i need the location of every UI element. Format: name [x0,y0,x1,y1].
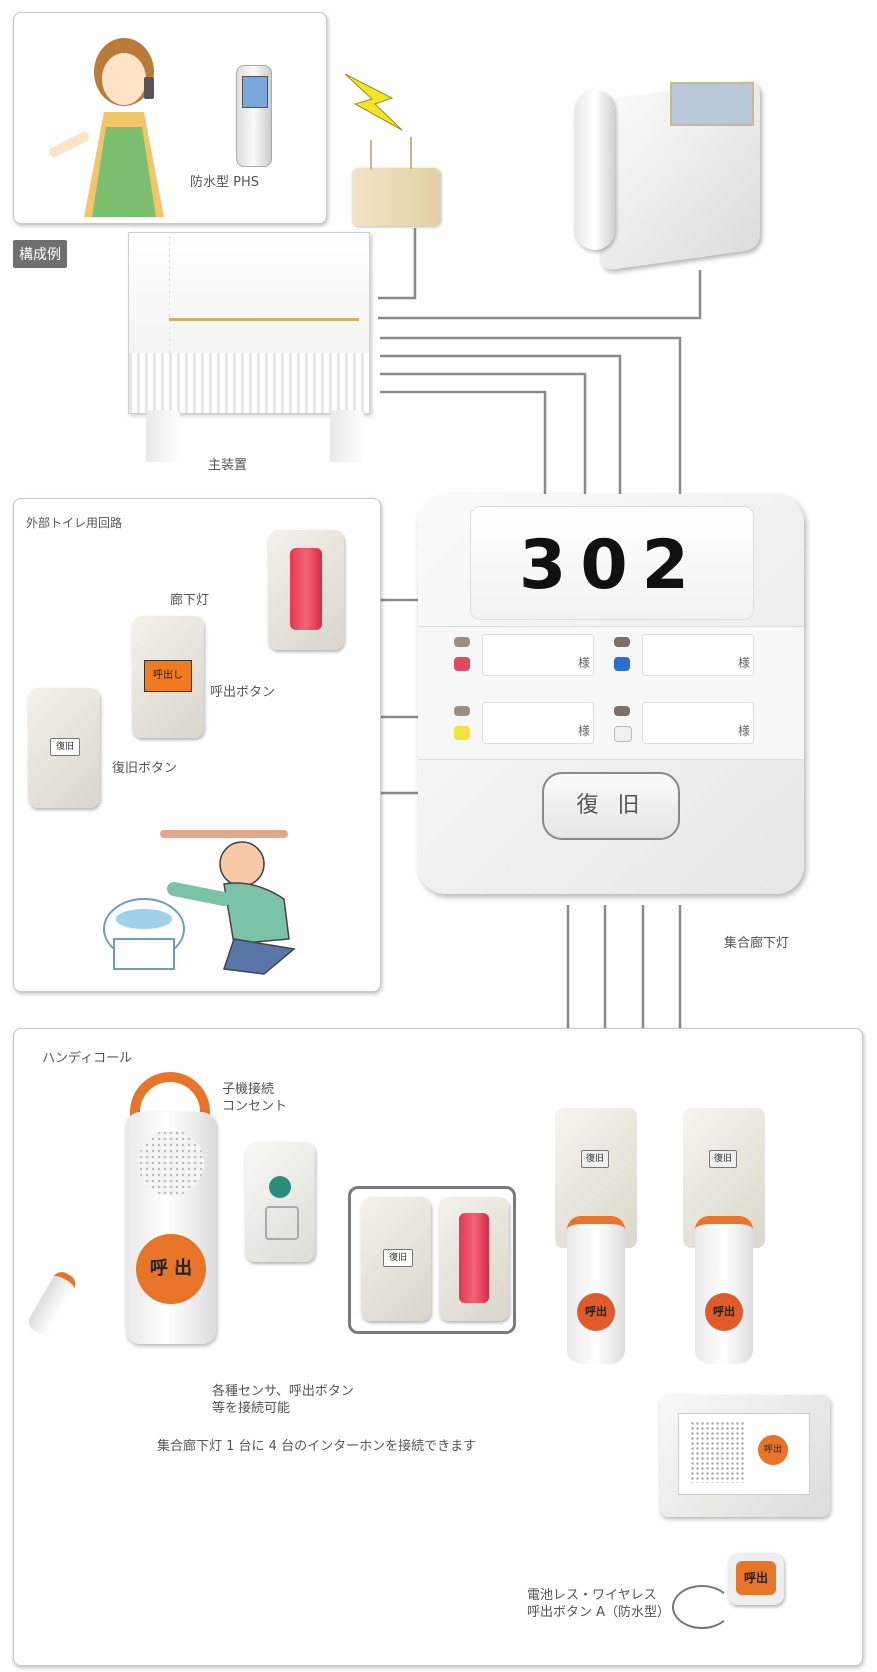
antenna-unit [352,168,440,226]
name-suffix-2: 様 [738,656,751,670]
corridor-light-device [268,530,344,650]
lamp-white [614,726,632,742]
handy-call-handle [130,1072,210,1126]
main-unit-label: 主装置 [208,458,248,473]
main-unit [128,232,370,414]
group-corridor-light-label: 集合廊下灯 [724,936,790,951]
lamp-yellow [454,726,470,740]
phs-panel: 防水型 PHS [13,12,327,224]
wireless-button-label: 電池レス・ワイヤレス 呼出ボタン A（防水型） [527,1588,671,1620]
lightning-icon [344,73,403,131]
intercom-1-call[interactable]: 呼出 [577,1293,615,1331]
phs-label: 防水型 PHS [190,175,259,190]
lamp-gray-3 [454,706,470,716]
call-plate-label: 呼出し [144,660,192,692]
wire-phone [378,270,702,320]
lamp-gray-1 [454,637,470,647]
intercom-note: 集合廊下灯 1 台に 4 台のインターホンを接続できます [157,1439,477,1454]
reset-plate-label: 復旧 [50,738,80,756]
child-outlet-label: 子機接続 コンセント [222,1082,288,1114]
intercom-1-reset[interactable]: 復旧 [581,1150,609,1168]
main-unit-stand-right [330,410,364,462]
wire-main-2 [380,354,622,505]
handy-call-label: ハンディコール [42,1051,133,1066]
handy-call-unit[interactable]: 呼 出 [126,1112,216,1344]
reset-button[interactable]: 復 旧 [542,772,680,840]
child-outlet [245,1142,315,1262]
lamp-gray-4 [614,706,630,716]
room-number-display [470,506,754,620]
wireless-call-button[interactable]: 呼出 [728,1553,784,1605]
wall-intercom[interactable]: 呼出 [660,1395,830,1517]
sensor-note: 各種センサ、呼出ボタン 等を接続可能 [212,1384,354,1416]
lamp-gray-2 [614,637,630,647]
wire-main-1 [380,336,682,505]
room-number: 302 [519,526,703,605]
main-unit-stand-left [146,410,180,462]
intercom-1[interactable]: 復旧 呼出 [555,1108,637,1364]
lamp-blue [614,657,630,671]
room-corridor-panel: 302 様 様 様 様 復 旧 [418,494,804,894]
wire-main-4 [380,390,547,505]
name-suffix-3: 様 [578,724,591,738]
name-suffix-1: 様 [578,656,591,670]
external-toilet-label: 外部トイレ用回路 [26,516,123,530]
fallen-man-illustration [103,830,296,975]
wire-main-3 [380,372,587,505]
wire-antenna [378,228,417,300]
lamp-red [454,657,470,671]
handy-call-button[interactable]: 呼 出 [136,1234,206,1304]
desk-phone [570,60,760,272]
reset-button-label: 復旧ボタン [112,761,178,776]
name-card-3 [482,702,594,744]
call-button-label: 呼出ボタン [210,685,276,700]
corridor-light-label: 廊下灯 [170,593,210,608]
name-card-1 [482,634,594,676]
name-suffix-4: 様 [738,724,751,738]
combo-plate-frame: 復旧 [348,1186,516,1334]
wireless-strap [672,1585,732,1629]
phs-handset [236,65,272,167]
reset-button-device[interactable]: 復旧 [28,688,100,808]
call-button-device[interactable]: 呼出し [132,616,204,738]
reset-plate-small[interactable]: 復旧 [361,1197,431,1321]
caregiver-illustration [49,38,164,217]
corridor-light-small [439,1197,509,1321]
wall-intercom-call[interactable]: 呼出 [758,1435,788,1465]
name-card-2 [642,634,754,676]
antenna-rod [410,137,412,169]
reset-plate-small-label: 復旧 [383,1249,413,1267]
wireless-call-label: 呼出 [736,1561,776,1595]
speaker-grille [138,1130,204,1196]
intercom-2[interactable]: 復旧 呼出 [683,1108,765,1364]
intercom-2-reset[interactable]: 復旧 [709,1150,737,1168]
config-example-tag: 構成例 [13,240,67,268]
antenna-rod [370,140,372,170]
name-card-4 [642,702,754,744]
intercom-2-call[interactable]: 呼出 [705,1293,743,1331]
